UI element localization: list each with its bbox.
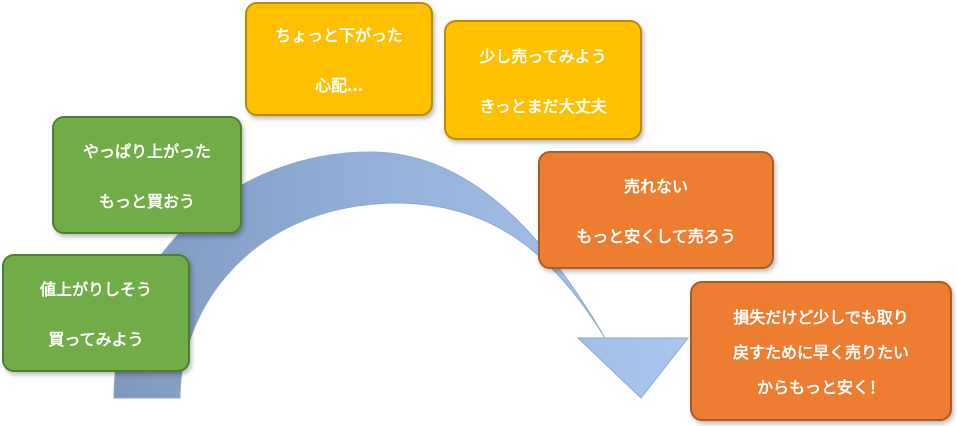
step-box-line: 損失だけど少しでも取り — [733, 308, 909, 327]
step-box-line: 売れない — [623, 177, 688, 196]
step-box-line: もっと買おう — [98, 192, 195, 211]
step-box-line: 値上がりしそう — [39, 280, 152, 299]
step-box-panic-sell: 損失だけど少しでも取り 戻すために早く売りたい からもっと安く！ — [690, 281, 952, 421]
step-box-buy: 値上がりしそう 買ってみよう — [2, 254, 190, 372]
step-box-line: ちょっと下がった — [274, 26, 403, 45]
step-box-cannot-sell: 売れない もっと安くして売ろう — [538, 151, 774, 269]
step-box-line: きっとまだ大丈夫 — [479, 97, 607, 116]
step-box-worry: ちょっと下がった 心配… — [245, 2, 433, 116]
step-box-line: 少し売ってみよう — [479, 47, 607, 66]
step-box-buy-more: やっぱり上がった もっと買おう — [52, 116, 242, 234]
step-box-line: からもっと安く！ — [756, 378, 885, 397]
step-box-line: 心配… — [314, 76, 363, 95]
step-box-line: 戻すために早く売りたい — [732, 343, 909, 362]
step-box-line: やっぱり上がった — [82, 142, 211, 161]
step-box-sell-some: 少し売ってみよう きっとまだ大丈夫 — [444, 20, 642, 140]
step-box-line: 買ってみよう — [48, 330, 144, 349]
step-box-line: もっと安くして売ろう — [576, 227, 736, 246]
